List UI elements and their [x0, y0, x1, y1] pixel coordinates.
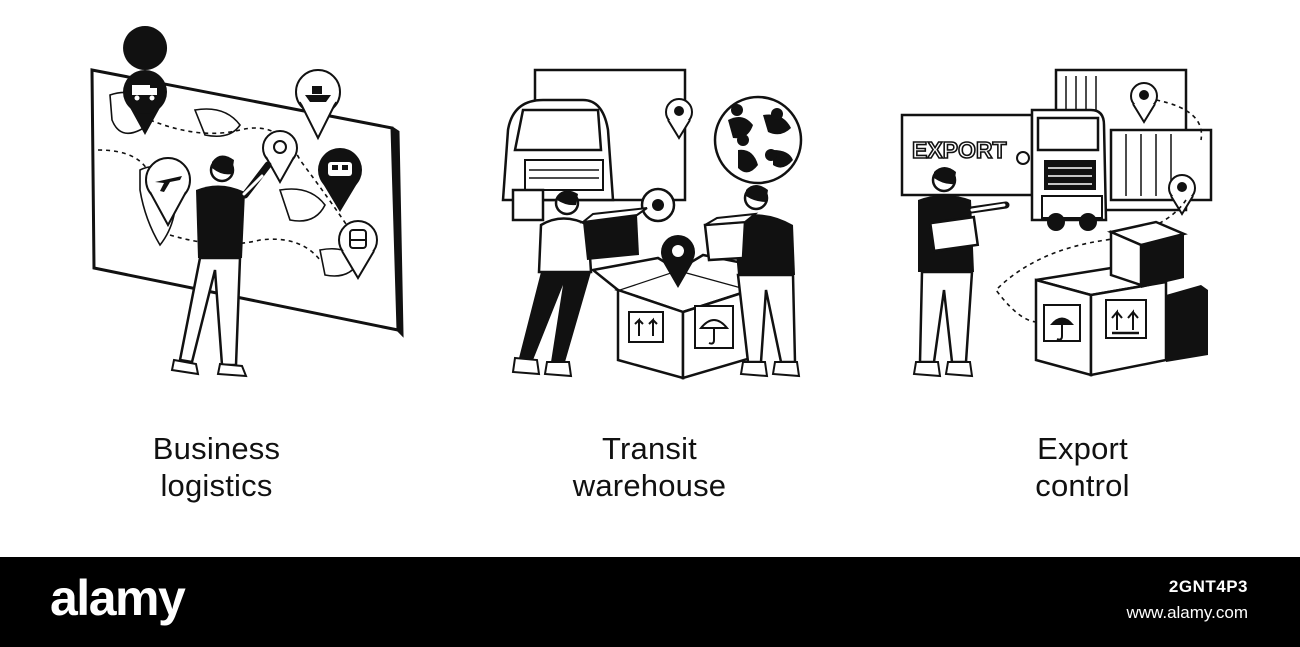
- caption-business-logistics: Business logistics: [0, 430, 433, 504]
- location-pin-icon: [661, 235, 695, 288]
- brand-logo: alamy: [50, 570, 186, 626]
- panel-transit-warehouse: Transit warehouse: [433, 0, 866, 557]
- image-id: 2GNT4P3: [1168, 577, 1248, 596]
- person-figure: [912, 167, 1010, 378]
- caption-line: Business: [152, 431, 281, 466]
- person-figure: [703, 185, 801, 378]
- this-way-up-icon: [1111, 309, 1139, 335]
- caption-line: control: [1035, 468, 1130, 503]
- truck-icon: [123, 26, 168, 135]
- caption-export-control: Export control: [866, 430, 1299, 504]
- site-url: www.alamy.com: [1126, 603, 1248, 622]
- caption-line: logistics: [160, 468, 273, 503]
- plane-icon: [145, 157, 191, 228]
- transit-warehouse-illustration: [501, 68, 803, 380]
- panel-business-logistics: Business logistics: [0, 0, 433, 557]
- ship-icon: [295, 69, 341, 141]
- person-figure: [170, 155, 272, 378]
- export-control-illustration: EXPORT: [900, 68, 1213, 378]
- bus-icon: [338, 220, 378, 280]
- truck-icon: EXPORT: [900, 108, 1108, 231]
- box-icon: [1034, 220, 1208, 377]
- umbrella-icon: [698, 319, 730, 345]
- location-pin-icon: [1168, 174, 1196, 216]
- location-pin-icon: [1130, 82, 1158, 124]
- business-logistics-illustration: [90, 26, 404, 378]
- caption-line: warehouse: [572, 468, 727, 503]
- caption-transit-warehouse: Transit warehouse: [433, 430, 866, 504]
- train-icon: [318, 148, 362, 212]
- umbrella-icon: [1050, 317, 1074, 341]
- watermark-footer: alamy 2GNT4P3 www.alamy.com: [0, 557, 1300, 647]
- location-pin-icon: [665, 98, 693, 140]
- person-figure: [511, 190, 648, 378]
- export-truck-label: EXPORT: [912, 137, 1007, 163]
- caption-line: Transit: [602, 431, 697, 466]
- illustration-stage: Business logistics: [0, 0, 1299, 557]
- truck-icon: [501, 68, 687, 223]
- globe-icon: [713, 95, 803, 185]
- caption-line: Export: [1037, 431, 1128, 466]
- location-pin-icon: [262, 130, 298, 185]
- panel-export-control: EXPORT: [866, 0, 1299, 557]
